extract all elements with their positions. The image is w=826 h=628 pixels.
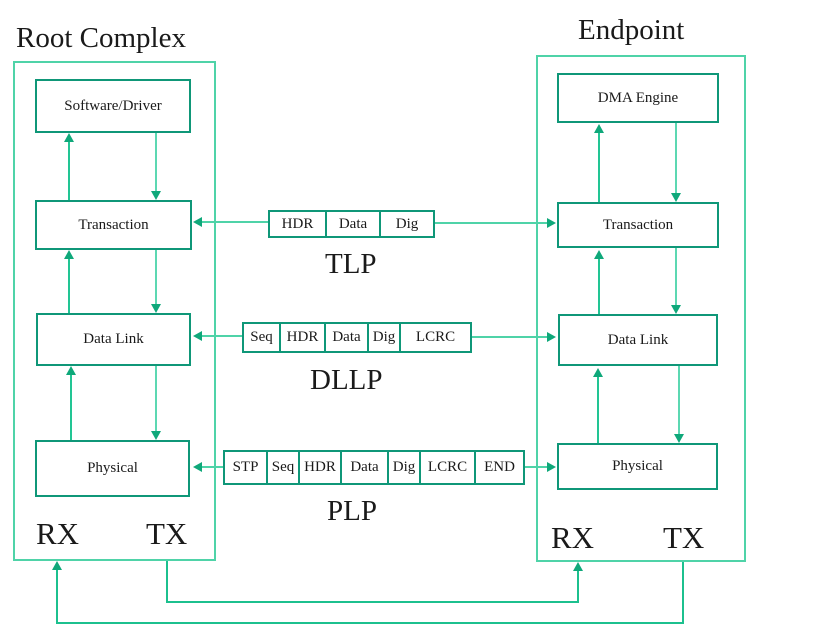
arrow-ep-transaction-to-dma-head-icon bbox=[594, 124, 604, 133]
root-tx-label: TX bbox=[146, 516, 188, 551]
arrow-ep-dma-to-transaction-head-icon bbox=[671, 193, 681, 202]
arrow-tlp-to-endpoint-transaction-line bbox=[435, 222, 547, 224]
endpoint-layer-data-link: Data Link bbox=[558, 314, 718, 366]
arrow-dllp-to-root-datalink-head-icon bbox=[193, 331, 202, 341]
arrow-root-transaction-to-datalink-head-icon bbox=[151, 304, 161, 313]
route-endpoint-tx-down-line bbox=[682, 562, 684, 624]
arrow-dllp-to-endpoint-datalink-line bbox=[472, 336, 547, 338]
plp-cell-stp: STP bbox=[225, 452, 268, 483]
root-layer-physical: Physical bbox=[35, 440, 190, 497]
route-root-tx-to-endpoint-rx-line bbox=[166, 601, 579, 603]
arrow-dllp-to-endpoint-datalink-head-icon bbox=[547, 332, 556, 342]
arrow-root-software-to-transaction-line bbox=[155, 133, 157, 191]
root-rx-label: RX bbox=[36, 516, 80, 551]
dllp-cell-lcrc: LCRC bbox=[415, 329, 456, 345]
root-complex-title: Root Complex bbox=[16, 22, 186, 54]
arrow-ep-transaction-to-dma-line bbox=[598, 133, 600, 202]
arrow-root-transaction-to-software-head-icon bbox=[64, 133, 74, 142]
plp-cell-lcrc: LCRC bbox=[421, 452, 476, 483]
dllp-cell-hdr: HDR bbox=[281, 324, 326, 351]
endpoint-layer-physical: Physical bbox=[557, 443, 718, 490]
arrow-plp-to-root-physical-head-icon bbox=[193, 462, 202, 472]
endpoint-container bbox=[536, 55, 746, 562]
arrow-ep-datalink-to-physical-line bbox=[678, 366, 680, 434]
arrow-tlp-to-root-transaction-head-icon bbox=[193, 217, 202, 227]
endpoint-tx-label: TX bbox=[663, 520, 705, 555]
root-layer-transaction: Transaction bbox=[35, 200, 192, 250]
route-into-endpoint-rx-line bbox=[577, 571, 579, 603]
plp-cell-dig: Dig bbox=[389, 452, 421, 483]
route-endpoint-tx-to-root-rx-line bbox=[56, 622, 684, 624]
endpoint-layer-dma-engine: DMA Engine bbox=[557, 73, 719, 123]
route-into-endpoint-rx-head-icon bbox=[573, 562, 583, 571]
arrow-ep-physical-to-datalink-line bbox=[597, 377, 599, 443]
dllp-packet-row: Seq HDR Data Dig LCRC bbox=[242, 322, 472, 353]
arrow-ep-physical-to-datalink-head-icon bbox=[593, 368, 603, 377]
arrow-root-physical-to-datalink-head-icon bbox=[66, 366, 76, 375]
endpoint-layer-transaction: Transaction bbox=[557, 202, 719, 248]
tlp-cell-data: Data bbox=[327, 212, 381, 236]
arrow-plp-to-endpoint-physical-head-icon bbox=[547, 462, 556, 472]
arrow-plp-to-root-physical-line bbox=[202, 466, 223, 468]
root-layer-software-driver: Software/Driver bbox=[35, 79, 191, 133]
tlp-cell-hdr: HDR bbox=[270, 212, 327, 236]
dllp-cell-dig: Dig bbox=[369, 324, 401, 351]
tlp-packet-row: HDR Data Dig bbox=[268, 210, 435, 238]
plp-cell-hdr: HDR bbox=[300, 452, 342, 483]
arrow-dllp-to-root-datalink-line bbox=[202, 335, 242, 337]
route-into-root-rx-head-icon bbox=[52, 561, 62, 570]
dllp-label: DLLP bbox=[310, 364, 383, 396]
arrow-root-physical-to-datalink-line bbox=[70, 375, 72, 440]
endpoint-rx-label: RX bbox=[551, 520, 595, 555]
arrow-tlp-to-root-transaction-line bbox=[202, 221, 268, 223]
tlp-cell-dig: Dig bbox=[395, 215, 419, 232]
plp-label: PLP bbox=[327, 495, 377, 527]
route-root-tx-down-line bbox=[166, 561, 168, 603]
arrow-ep-transaction-to-datalink-head-icon bbox=[671, 305, 681, 314]
root-layer-data-link: Data Link bbox=[36, 313, 191, 366]
arrow-root-transaction-to-datalink-line bbox=[155, 250, 157, 304]
tlp-label: TLP bbox=[325, 248, 377, 280]
plp-packet-row: STP Seq HDR Data Dig LCRC END bbox=[223, 450, 525, 485]
plp-cell-seq: Seq bbox=[268, 452, 300, 483]
arrow-plp-to-endpoint-physical-line bbox=[525, 466, 547, 468]
plp-cell-end: END bbox=[484, 459, 515, 475]
arrow-ep-datalink-to-transaction-line bbox=[598, 259, 600, 314]
arrow-root-datalink-to-transaction-line bbox=[68, 259, 70, 313]
arrow-ep-dma-to-transaction-line bbox=[675, 123, 677, 193]
arrow-root-datalink-to-physical-line bbox=[155, 366, 157, 431]
arrow-ep-datalink-to-physical-head-icon bbox=[674, 434, 684, 443]
arrow-root-datalink-to-transaction-head-icon bbox=[64, 250, 74, 259]
arrow-tlp-to-endpoint-transaction-head-icon bbox=[547, 218, 556, 228]
dllp-cell-data: Data bbox=[326, 324, 369, 351]
endpoint-title: Endpoint bbox=[578, 14, 685, 46]
plp-cell-data: Data bbox=[342, 452, 389, 483]
arrow-root-software-to-transaction-head-icon bbox=[151, 191, 161, 200]
root-complex-container bbox=[13, 61, 216, 561]
route-into-root-rx-line bbox=[56, 570, 58, 624]
arrow-root-datalink-to-physical-head-icon bbox=[151, 431, 161, 440]
arrow-root-transaction-to-software-line bbox=[68, 136, 70, 200]
dllp-cell-seq: Seq bbox=[244, 324, 281, 351]
arrow-ep-transaction-to-datalink-line bbox=[675, 248, 677, 305]
arrow-ep-datalink-to-transaction-head-icon bbox=[594, 250, 604, 259]
